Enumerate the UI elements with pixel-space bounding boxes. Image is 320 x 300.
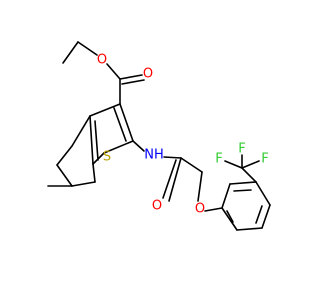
bond-ring-2-3: [229, 181, 257, 185]
atom-label-f-right: F: [261, 152, 268, 167]
bond-c3-c2-double-a: [119, 103, 134, 142]
bond-ch2-aryl-o: [197, 171, 203, 202]
bond-ring-inner-a: [233, 189, 252, 192]
bond-c3-c2-double-b: [113, 107, 127, 142]
bond-nh-amide-c: [163, 156, 182, 159]
molecule-structure: O O S NH O O F F F: [47, 41, 271, 231]
bond-carbonyl-c-o-double-a: [119, 74, 143, 80]
bond-c7a-c3a-double-b: [94, 120, 99, 161]
atom-label-f-top: F: [238, 142, 245, 157]
atom-label-layer: O O S NH O O F F F: [97, 53, 269, 217]
bond-ring-1-2: [221, 183, 231, 209]
bond-aryl-o-ring: [204, 207, 223, 212]
bond-ethyl-ch3-ch2: [62, 41, 79, 64]
bond-ring-cf3-c: [241, 167, 257, 183]
bond-ring-inner-c: [226, 210, 234, 223]
bond-c7-c7a: [92, 163, 96, 183]
bond-ring-4-5: [261, 204, 271, 229]
atom-label-ester-ether-o: O: [97, 53, 107, 68]
bond-o-carbonyl-c: [106, 63, 121, 80]
bond-c7a-c3a-double-a: [89, 115, 94, 165]
bond-c2-s: [103, 140, 134, 154]
bond-amide-c-o-double-b: [162, 159, 177, 199]
bond-c2-nh: [132, 140, 145, 152]
bond-ring-inner-b: [255, 205, 263, 224]
bond-c4-c5: [56, 145, 73, 166]
bond-ring-6-1: [221, 207, 238, 231]
atom-label-f-left: F: [215, 152, 222, 167]
bond-ethyl-ch2-o: [77, 41, 98, 56]
bond-layer: [47, 41, 271, 231]
bond-carbonyl-c-o-double-b: [121, 79, 145, 85]
molecule-canvas: O O S NH O O F F F: [47, 41, 271, 231]
bond-amide-c-o-double-a: [168, 157, 182, 202]
atom-label-thiophene-s: S: [103, 150, 111, 165]
bond-amide-c-ch2: [180, 157, 203, 173]
atom-label-aryl-ether-o: O: [195, 202, 205, 217]
bond-c5-c6: [56, 164, 73, 187]
bond-c6-c7: [71, 181, 96, 187]
atom-label-amide-nh: NH: [144, 148, 164, 163]
bond-cf3-f-right: [241, 160, 260, 169]
atom-label-ester-carbonyl-o: O: [143, 67, 153, 82]
bond-c3a-c4: [71, 115, 91, 147]
bond-c3-c3a: [89, 103, 121, 117]
atom-label-amide-carbonyl-o: O: [152, 199, 162, 214]
bond-ring-3-4: [255, 181, 271, 206]
bond-cf3-f-left: [224, 160, 243, 169]
bond-ring-5-6: [236, 227, 263, 231]
